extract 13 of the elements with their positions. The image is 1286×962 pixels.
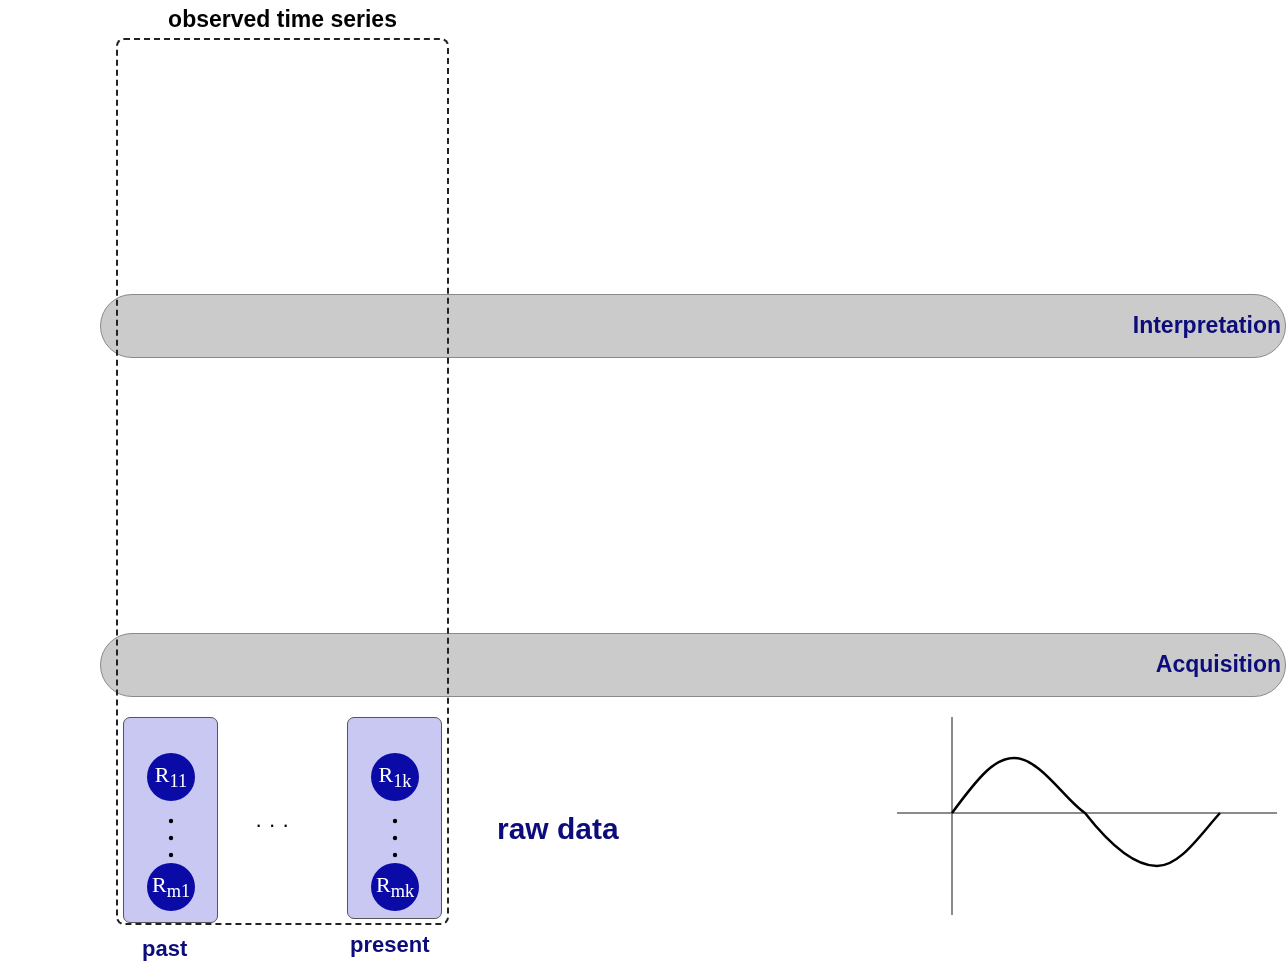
data-circle: R$_{11}$ bbox=[147, 753, 195, 801]
band-label: Interpretation bbox=[1132, 312, 1281, 339]
data-circle: R$_{1k}$ bbox=[371, 753, 419, 801]
layer-band bbox=[100, 633, 1286, 697]
group-heading: observed time series bbox=[167, 6, 398, 33]
raw-data-label: raw data bbox=[497, 812, 619, 846]
horizontal-ellipsis: · · · bbox=[255, 812, 290, 838]
layer-band bbox=[100, 294, 1286, 358]
column-caption: past bbox=[142, 936, 188, 962]
data-circle: R$_{mk}$ bbox=[371, 863, 419, 911]
data-circle: R$_{m1}$ bbox=[147, 863, 195, 911]
column-caption: present bbox=[350, 932, 430, 958]
band-label: Acquisition bbox=[1155, 651, 1281, 678]
